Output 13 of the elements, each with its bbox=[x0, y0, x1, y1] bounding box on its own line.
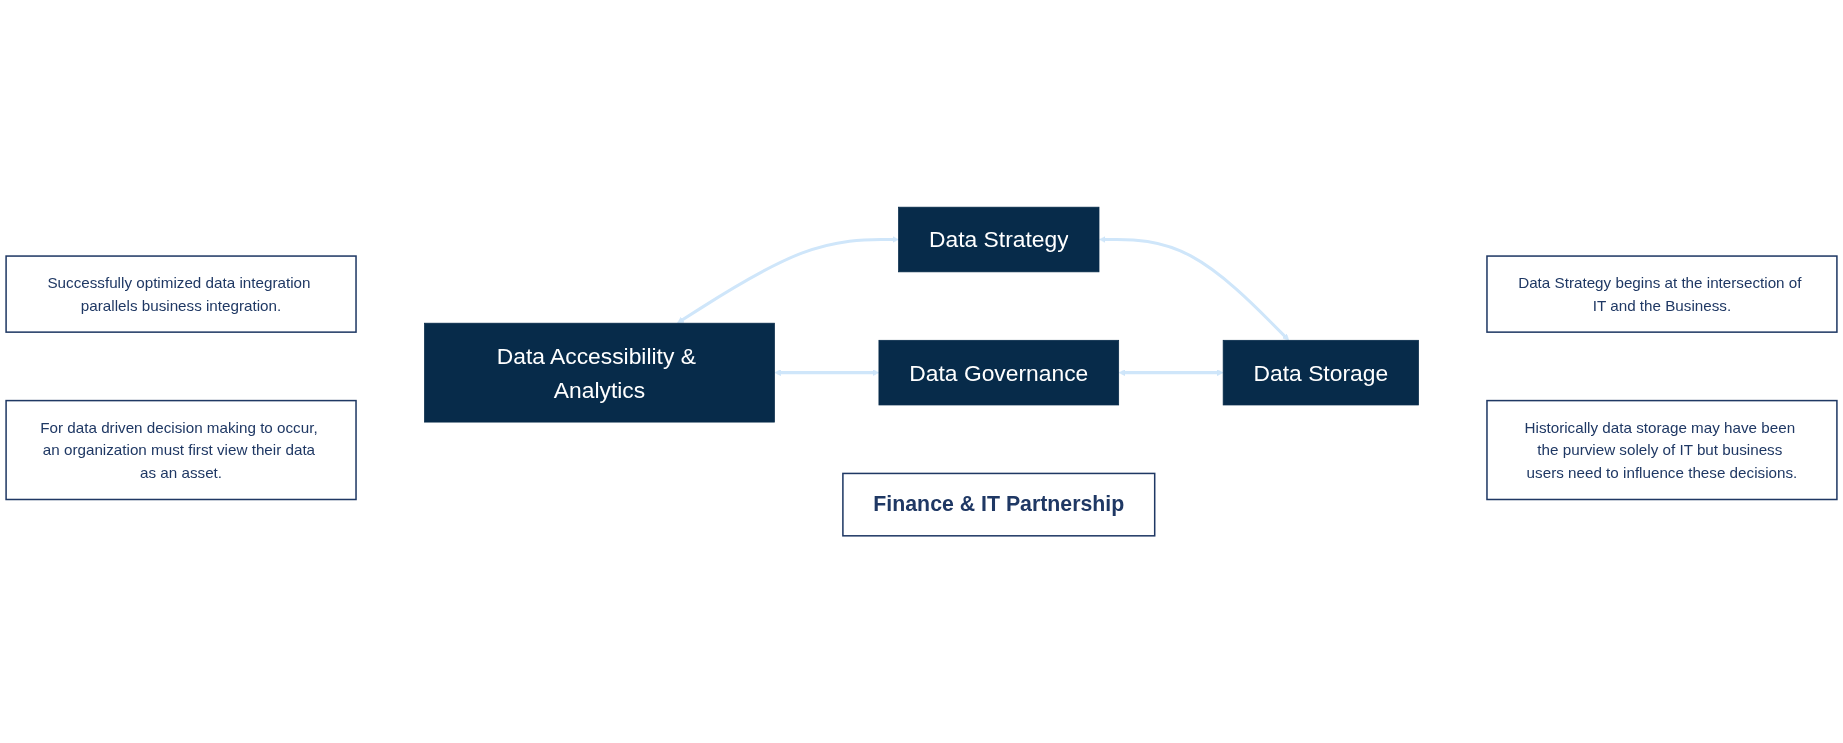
node-box: Data Governance bbox=[878, 339, 1120, 406]
arrow bbox=[677, 236, 899, 324]
node-box: Successfully optimized data integration parallels business integration. bbox=[5, 255, 357, 333]
node-box: Finance & IT Partnership bbox=[842, 472, 1156, 537]
node-box: Data Strategy bbox=[898, 206, 1100, 273]
arrow bbox=[1099, 236, 1290, 341]
node-box: Historically data storage may have been the purview solely of IT but business users need to influence these decisions. bbox=[1486, 399, 1838, 501]
arrow bbox=[1118, 369, 1224, 376]
node-box: For data driven decision making to occur, an organization must first view their data as an asset. bbox=[5, 399, 357, 501]
node-box: Data Strategy begins at the intersection of IT and the Business. bbox=[1486, 255, 1838, 333]
node-box: Data Storage bbox=[1222, 339, 1419, 406]
node-box: Data Accessibility & Analytics bbox=[424, 322, 775, 423]
arrow bbox=[774, 369, 880, 376]
